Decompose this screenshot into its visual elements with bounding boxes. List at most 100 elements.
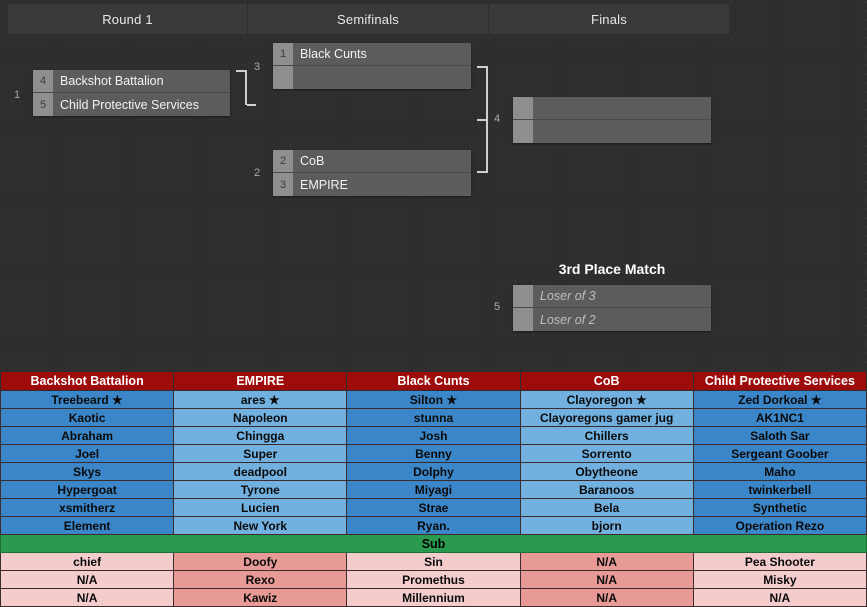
roster-player-cell: Chillers [519, 426, 694, 445]
team-name: Child Protective Services [60, 97, 199, 112]
seed-number: 1 [273, 43, 293, 65]
roster-player-cell: Dolphy [346, 462, 521, 481]
roster-sub-cell: N/A [519, 570, 694, 589]
match-final[interactable] [513, 97, 711, 143]
roster-sub-cell: N/A [692, 588, 867, 607]
round-header-semifinals[interactable]: Semifinals [248, 4, 489, 34]
roster-sub-cell: Promethus [346, 570, 521, 589]
roster-player-cell: Zed Dorkoal ★ [692, 390, 867, 409]
match-slot[interactable]: 1 Black Cunts [273, 43, 471, 66]
round-header-round-1[interactable]: Round 1 [8, 4, 248, 34]
roster-team-header: CoB [519, 371, 694, 391]
team-name: Loser of 2 [540, 312, 596, 327]
roster-player-cell: Baranoos [519, 480, 694, 499]
roster-player-cell: Kaotic [0, 408, 175, 427]
seed-number [513, 120, 533, 143]
sub-divider-label: Sub [0, 534, 867, 553]
roster-player-cell: stunna [346, 408, 521, 427]
roster-sub-cell: Doofy [173, 552, 348, 571]
roster-player-cell: Clayoregon ★ [519, 390, 694, 409]
match-semifinal-2[interactable]: 2 CoB 3 EMPIRE [273, 150, 471, 196]
roster-player-cell: New York [173, 516, 348, 535]
roster-player-cell: Operation Rezo [692, 516, 867, 535]
connector-round1-stub [247, 104, 256, 106]
round-header-bar: Round 1 Semifinals Finals [8, 4, 729, 34]
roster-player-cell: Skys [0, 462, 175, 481]
roster-player-cell: Sergeant Goober [692, 444, 867, 463]
roster-sub-cell: Kawiz [173, 588, 348, 607]
match-number-2: 2 [254, 167, 261, 179]
match-slot[interactable]: 2 CoB [273, 150, 471, 173]
team-name: Loser of 3 [540, 289, 596, 303]
roster-sub-cell: Sin [346, 552, 521, 571]
roster-player-cell: Obytheone [519, 462, 694, 481]
bracket-canvas: Round 1 Semifinals Finals 4 Backshot Bat… [0, 0, 867, 371]
roster-player-cell: twinkerbell [692, 480, 867, 499]
match-number-1: 1 [14, 89, 21, 101]
match-semifinal-1[interactable]: 1 Black Cunts [273, 43, 471, 89]
seed-number [513, 308, 533, 331]
roster-sub-cell: Misky [692, 570, 867, 589]
roster-sub-cell: Millennium [346, 588, 521, 607]
match-slot[interactable] [273, 66, 471, 89]
roster-sub-cell: N/A [0, 570, 175, 589]
connector-round1-to-semifinal [236, 70, 247, 105]
roster-player-cell: Joel [0, 444, 175, 463]
match-number-5: 5 [494, 301, 501, 313]
roster-player-cell: Sorrento [519, 444, 694, 463]
roster-team-header: Black Cunts [346, 371, 521, 391]
roster-player-cell: Abraham [0, 426, 175, 445]
roster-sub-cell: N/A [519, 552, 694, 571]
seed-number [513, 97, 533, 119]
match-slot[interactable]: 5 Child Protective Services [33, 93, 230, 116]
third-place-match-title: 3rd Place Match [558, 261, 666, 277]
roster-player-cell: Treebeard ★ [0, 390, 175, 409]
match-third-place[interactable]: Loser of 3 Loser of 2 [513, 285, 711, 331]
match-slot[interactable]: Loser of 2 [513, 308, 711, 331]
roster-player-cell: Saloth Sar [692, 426, 867, 445]
roster-player-cell: Silton ★ [346, 390, 521, 409]
roster-player-cell: Super [173, 444, 348, 463]
roster-team-header: EMPIRE [173, 371, 348, 391]
roster-player-cell: deadpool [173, 462, 348, 481]
roster-team-header: Backshot Battalion [0, 371, 175, 391]
roster-sub-cell: N/A [519, 588, 694, 607]
match-slot[interactable] [513, 97, 711, 120]
roster-team-header: Child Protective Services [692, 371, 867, 391]
roster-player-cell: Clayoregons gamer jug [519, 408, 694, 427]
roster-sub-cell: chief [0, 552, 175, 571]
roster-player-cell: Tyrone [173, 480, 348, 499]
match-slot[interactable]: 3 EMPIRE [273, 173, 471, 196]
team-name: Black Cunts [300, 47, 367, 61]
seed-number: 3 [273, 173, 293, 196]
seed-number [513, 285, 533, 307]
team-name: CoB [300, 154, 325, 168]
team-name: Backshot Battalion [60, 74, 164, 88]
roster-player-cell: Chingga [173, 426, 348, 445]
match-slot[interactable]: 4 Backshot Battalion [33, 70, 230, 93]
match-round1-1[interactable]: 4 Backshot Battalion 5 Child Protective … [33, 70, 230, 116]
match-slot[interactable]: Loser of 3 [513, 285, 711, 308]
roster-player-cell: Josh [346, 426, 521, 445]
seed-number: 4 [33, 70, 53, 92]
team-name: EMPIRE [300, 177, 348, 192]
roster-player-cell: Strae [346, 498, 521, 517]
roster-player-cell: bjorn [519, 516, 694, 535]
connector-final-stub [477, 119, 488, 121]
roster-player-cell: Ryan. [346, 516, 521, 535]
sub-divider-row: Sub [0, 534, 867, 553]
round-header-finals[interactable]: Finals [591, 11, 627, 27]
roster-player-cell: Miyagi [346, 480, 521, 499]
match-number-3: 3 [254, 61, 261, 73]
roster-player-cell: Synthetic [692, 498, 867, 517]
match-slot[interactable] [513, 120, 711, 143]
roster-player-cell: Bela [519, 498, 694, 517]
